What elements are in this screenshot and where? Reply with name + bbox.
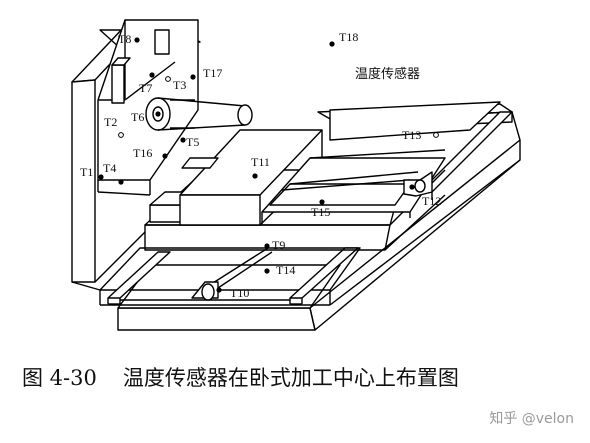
label-T7: T7: [139, 81, 152, 95]
sensor-T3: [165, 76, 171, 82]
table-slideway: [261, 149, 446, 224]
sensor-T18: [329, 41, 335, 47]
machine-bed: [99, 139, 521, 331]
label-T1: T1: [80, 165, 93, 179]
sensor-T9: [264, 243, 270, 249]
sensor-T7: [149, 72, 155, 78]
label-T15: T15: [311, 205, 330, 219]
feed-screw: [191, 247, 273, 301]
label-T10: T10: [230, 286, 249, 300]
sensor-T4: [118, 179, 124, 185]
label-T3: T3: [173, 78, 186, 92]
sensor-T11: [252, 173, 258, 179]
figure-number: 图 4-30: [22, 366, 97, 390]
spindle: [145, 97, 253, 131]
caption-text: 温度传感器在卧式加工中心上布置图: [122, 366, 459, 390]
front-guide-rails: [107, 247, 359, 305]
label-T16: T16: [133, 146, 152, 160]
label-T17: T17: [203, 66, 222, 80]
sensor-note: 温度传感器: [355, 66, 420, 82]
label-T13: T13: [402, 128, 421, 142]
sensor-T16: [162, 153, 168, 159]
label-T5: T5: [186, 135, 199, 149]
sensor-points: [98, 37, 439, 293]
sensor-T13: [433, 132, 439, 138]
label-T11: T11: [251, 155, 270, 169]
sensor-T2: [118, 132, 124, 138]
label-T6: T6: [131, 110, 144, 124]
spindle-head: [97, 19, 199, 196]
label-T12: T12: [422, 194, 441, 208]
column: [71, 25, 201, 291]
sensor-T15: [319, 199, 325, 205]
sensor-T17: [190, 74, 196, 80]
label-T14: T14: [276, 263, 295, 277]
label-T18: T18: [339, 30, 358, 44]
label-T2: T2: [104, 115, 117, 129]
label-T9: T9: [272, 238, 285, 252]
label-T8: T8: [118, 32, 131, 46]
label-T4: T4: [103, 161, 116, 175]
sensor-T5: [180, 137, 186, 143]
watermark: 知乎 @velon: [489, 411, 574, 427]
sensor-T14: [264, 268, 270, 274]
sensor-T6: [155, 111, 161, 117]
sensor-T8: [134, 37, 140, 43]
sensor-T1: [98, 174, 104, 180]
sensor-T10: [216, 287, 222, 293]
figure-caption: 图 4-30 温度传感器在卧式加工中心上布置图: [22, 362, 459, 392]
sensor-T12: [409, 184, 415, 190]
